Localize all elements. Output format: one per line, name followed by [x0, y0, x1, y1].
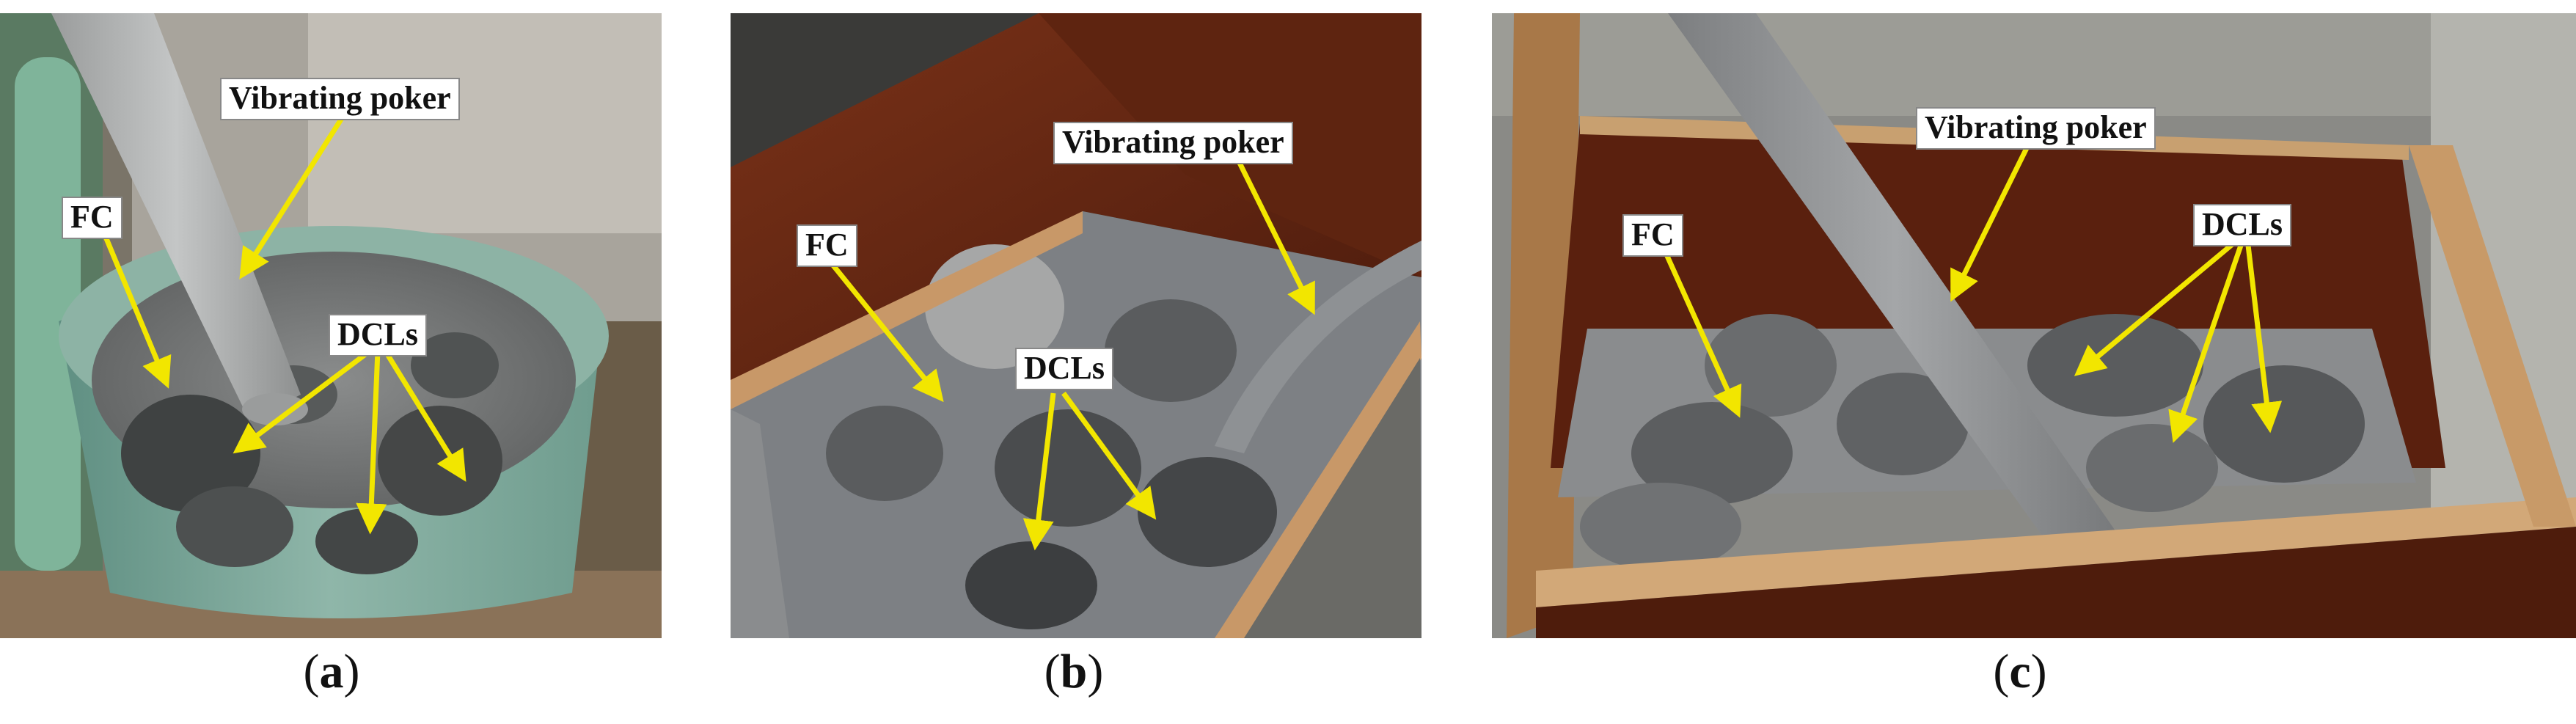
label-a-fc: FC [62, 197, 122, 239]
label-c-dcls: DCLs [2193, 204, 2292, 246]
photo-b [731, 13, 1421, 638]
caption-a: (a) [303, 645, 360, 698]
label-b-dcls: DCLs [1015, 348, 1114, 390]
label-c-vibrating-poker: Vibrating poker [1916, 107, 2156, 150]
label-b-fc: FC [797, 224, 857, 267]
label-a-vibrating-poker: Vibrating poker [220, 78, 460, 120]
caption-b: (b) [1044, 645, 1104, 698]
label-a-dcls: DCLs [329, 314, 428, 356]
caption-c: (c) [1993, 645, 2047, 698]
label-c-fc: FC [1622, 214, 1683, 257]
label-b-vibrating-poker: Vibrating poker [1053, 122, 1293, 164]
